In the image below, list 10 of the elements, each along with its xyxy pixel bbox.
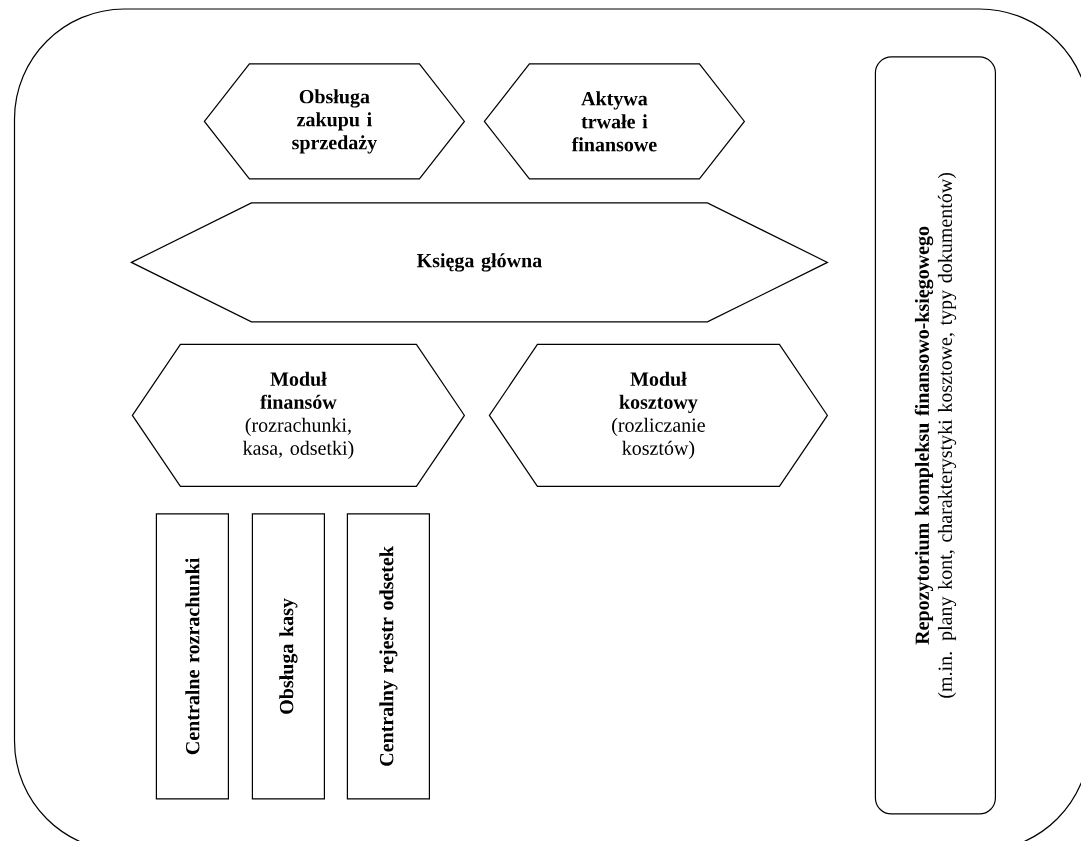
- frame-box: [13, 8, 1081, 841]
- hexagon: Moduł finansów (rozrachunki, kasa, odsetki): [131, 343, 466, 487]
- hexagon: Księga główna: [130, 202, 829, 323]
- module-box: Obsługa kasy: [251, 513, 325, 800]
- hexagon: Aktywa trwałe i finansowe: [483, 63, 746, 180]
- hexagon: Obsługa zakupu i sprzedaży: [203, 63, 466, 180]
- hexagon: Moduł kosztowy (rozliczanie kosztów): [488, 343, 829, 487]
- rounded-box: Repozytorium kompleksu finansowo-księgowego (m.in. plany kont, charakterystyki kosztowe, typy dokumentów): [874, 56, 996, 815]
- module-box: Centralne rozrachunki: [155, 513, 229, 800]
- module-box: Centralny rejestr odsetek: [346, 513, 430, 800]
